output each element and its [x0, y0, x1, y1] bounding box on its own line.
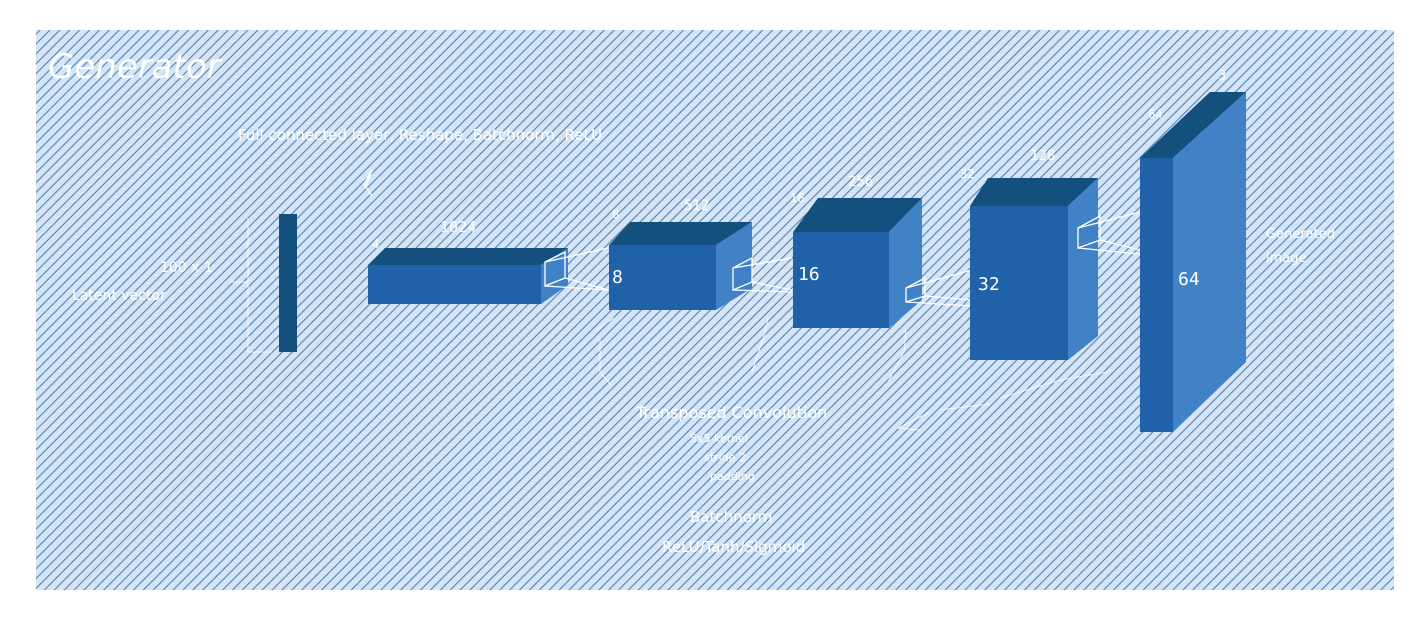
conv-block-2-side-label: 16: [798, 264, 820, 285]
conv-3-kernel-wire: [1077, 211, 1141, 255]
conv-block-2-top: [793, 198, 922, 232]
output-label-line-2: image: [1266, 251, 1307, 266]
fc-kernel-wire: [544, 247, 609, 291]
tconv-leader-lines: [595, 317, 1109, 431]
conv-block-3: [970, 178, 1098, 360]
fc-depth-label: 1024: [440, 218, 476, 236]
fc-block-front: [368, 265, 541, 304]
conv-block-4-side: [1173, 92, 1246, 432]
conv-block-2: [793, 198, 922, 328]
conv-block-2-side: [889, 198, 922, 328]
conv-block-2-depth-label: 256: [848, 174, 873, 190]
conv-block-3-side: [1068, 178, 1098, 360]
diagram-title: Generator: [48, 47, 223, 87]
fc-block-top: [368, 248, 568, 265]
conv-block-3-front: [970, 206, 1068, 360]
input-size-label: 100 x 1: [160, 260, 213, 276]
conv-block-1-side: [716, 222, 752, 310]
conv-block-4-side-label: 64: [1178, 269, 1200, 290]
batchnorm-label: Batchnorm: [690, 508, 772, 526]
conv-block-1-side-label: 8: [612, 267, 623, 288]
conv-block-3-side-label: 32: [978, 274, 1000, 295]
conv-block-1-depth-label: 512: [684, 198, 709, 214]
fc-block: [368, 248, 568, 304]
conv-block-4-front: [1140, 158, 1173, 432]
conv-1-kernel-wire: [732, 256, 793, 293]
fc-label-arrow: [363, 169, 373, 197]
conv-block-3-depth-label: 128: [1030, 148, 1055, 164]
input-bracket: [230, 218, 272, 353]
tconv-param-padding: padding: [710, 470, 755, 483]
conv-block-2-front: [793, 232, 889, 328]
input-latent-label: Latent vector: [72, 288, 166, 304]
conv-block-4-depth-label: 3: [1218, 68, 1226, 84]
conv-block-4-top: [1140, 92, 1246, 158]
conv-block-4-top-side-label: 64: [1148, 107, 1162, 121]
conv-block-3-top: [970, 178, 1098, 206]
conv-block-1-top: [609, 222, 752, 245]
activation-label: ReLU/Tanh/Sigmoid: [662, 538, 805, 556]
conv-block-2-top-side-label: 16: [790, 191, 804, 205]
tconv-label: Transposed Convolution: [635, 403, 827, 422]
conv-block-4: [1140, 92, 1246, 432]
fc-layer-label: Full connected layer, Reshape, Batchnorm…: [238, 126, 602, 144]
tconv-param-stride: stride 2: [704, 451, 746, 464]
latent-vector-bar: [279, 214, 297, 352]
fc-small-label: 4: [372, 237, 379, 251]
conv-block-3-top-side-label: 32: [960, 167, 974, 181]
conv-block-1-front: [609, 245, 716, 310]
output-label-line-1: Generated: [1266, 227, 1335, 242]
conv-block-1-top-side-label: 8: [612, 207, 619, 221]
conv-block-1: [609, 222, 752, 310]
conv-2-kernel-wire: [905, 269, 973, 307]
tconv-param-kernel: 5x5 kernel: [690, 432, 748, 445]
